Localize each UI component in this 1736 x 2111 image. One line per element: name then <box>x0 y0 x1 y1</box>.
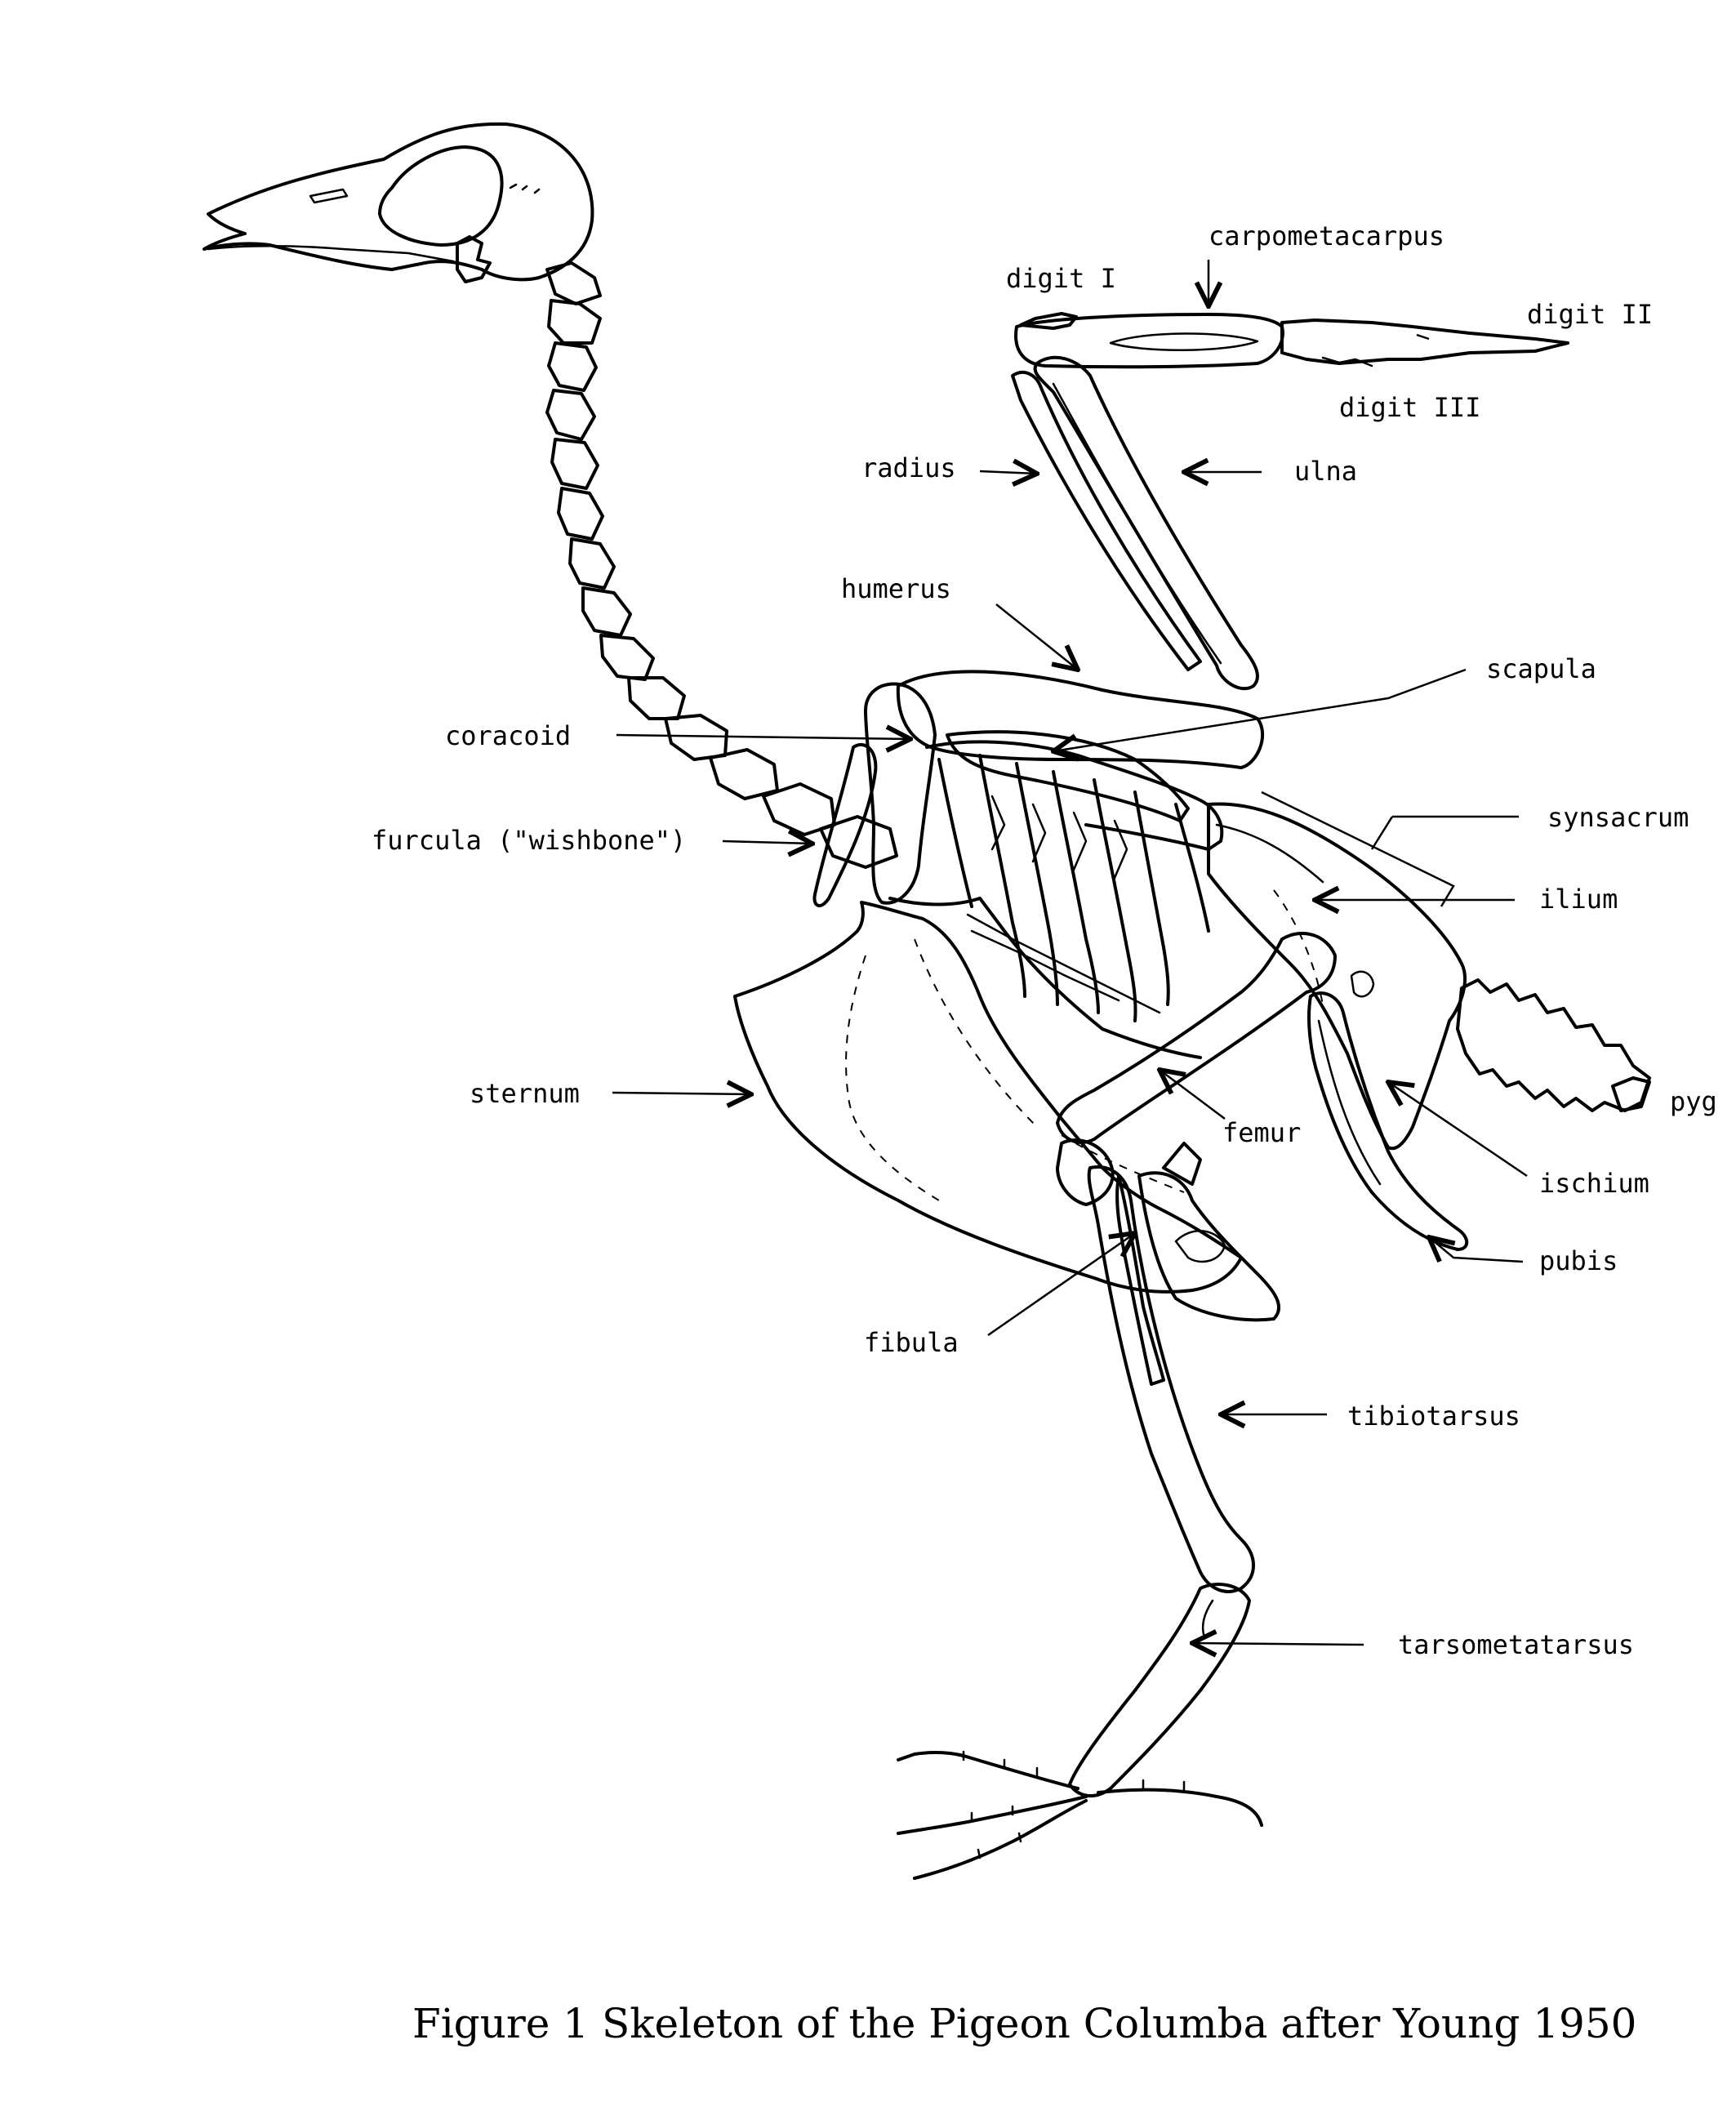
leader-pubis <box>1429 1237 1524 1263</box>
label-scapula: scapula <box>1486 653 1596 684</box>
leader-ischium <box>1388 1082 1528 1178</box>
label-digit-i: digit I <box>1006 263 1116 294</box>
leader-femur <box>1160 1070 1226 1120</box>
sternum <box>733 901 1243 1294</box>
label-femur: femur <box>1222 1117 1301 1148</box>
cervical-vertebrae <box>545 261 898 869</box>
label-sternum: sternum <box>470 1078 580 1109</box>
label-furcula: furcula ("wishbone") <box>372 825 686 856</box>
label-fibula: fibula <box>864 1327 959 1358</box>
leader-coracoid <box>616 735 910 739</box>
figure-caption: Figure 1 Skeleton of the Pigeon Columba … <box>412 2000 1637 2047</box>
leader-synsacrum-tick <box>1370 816 1394 850</box>
label-tarsometatarsus: tarsometatarsus <box>1398 1629 1634 1660</box>
label-digit-ii: digit II <box>1527 299 1653 330</box>
pelvis <box>1207 802 1651 1251</box>
skull <box>203 122 594 283</box>
label-digit-iii: digit III <box>1339 392 1480 423</box>
leader-scapula <box>1053 668 1467 751</box>
leader-radius <box>979 471 1037 474</box>
ribcage <box>888 740 1224 1059</box>
leader-sternum <box>612 1093 751 1094</box>
leader-tarsometatarsus <box>1192 1643 1364 1645</box>
label-ischium: ischium <box>1539 1168 1649 1199</box>
label-radius: radius <box>861 452 956 483</box>
label-tibiotarsus: tibiotarsus <box>1347 1401 1520 1432</box>
leader-furcula <box>722 841 812 844</box>
label-pygostyle: pyg <box>1670 1086 1717 1117</box>
label-synsacrum: synsacrum <box>1547 802 1689 833</box>
label-coracoid: coracoid <box>445 720 571 751</box>
label-ilium: ilium <box>1539 884 1618 915</box>
label-humerus: humerus <box>841 573 951 604</box>
label-pubis: pubis <box>1539 1245 1618 1276</box>
leader-humerus <box>995 603 1078 670</box>
leader-digit-ii <box>1416 333 1430 341</box>
labels: carpometacarpus digit I digit II digit I… <box>372 220 1717 1660</box>
leader-synsacrum-bracket <box>1261 791 1455 907</box>
leader-fibula <box>987 1233 1135 1337</box>
leg <box>897 931 1337 1880</box>
leader-lines <box>612 260 1528 1645</box>
wing <box>896 312 1569 769</box>
label-ulna: ulna <box>1294 456 1357 487</box>
label-carpometacarpus: carpometacarpus <box>1209 220 1444 252</box>
